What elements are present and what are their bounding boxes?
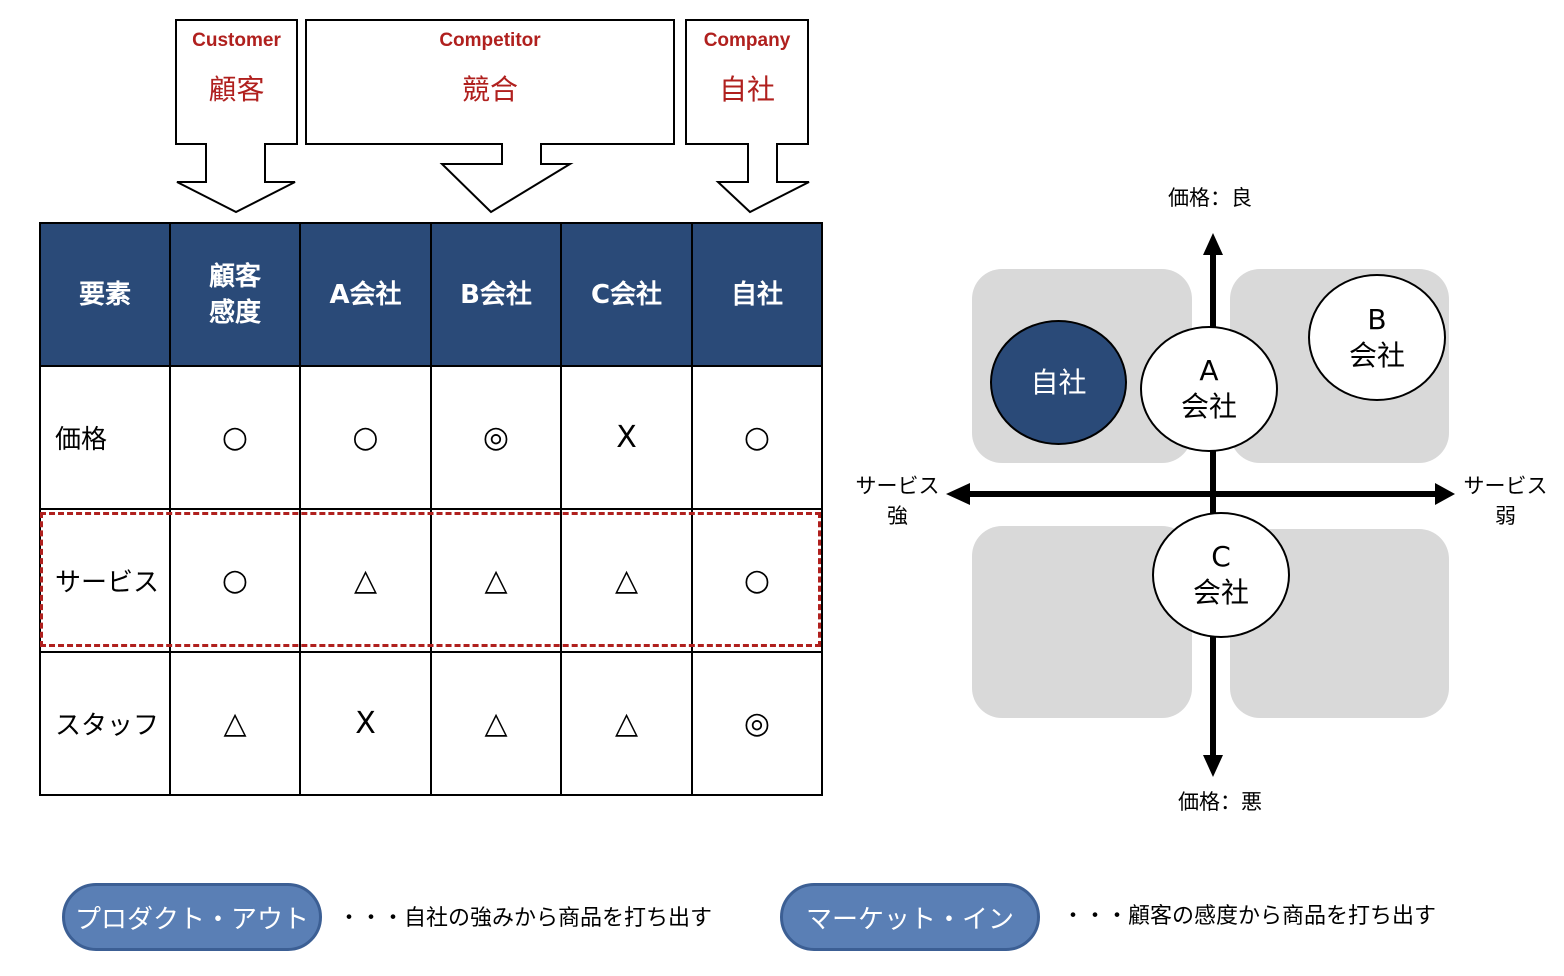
table-row: サービス ○ △ △ △ ○: [39, 508, 823, 653]
header-company-a: A会社: [299, 222, 432, 367]
row-label-service: サービス: [39, 508, 171, 653]
table-cell: △: [169, 651, 301, 796]
axis-label-right: サービス 弱: [1458, 471, 1553, 531]
product-out-description: ・・・自社の強みから商品を打ち出す: [338, 906, 713, 931]
row-label-price: 価格: [39, 365, 171, 510]
header-element: 要素: [39, 222, 171, 367]
table-cell: ○: [299, 365, 432, 510]
comparison-table: 要素 顧客感度 A会社 B会社 C会社 自社 価格 ○ ○ ◎ X ○ サービス…: [39, 222, 823, 796]
bubble-own-company-label: 自社: [1030, 365, 1087, 399]
competitor-callout-shape: [305, 19, 675, 214]
callout-shapes: [175, 19, 810, 214]
header-own-company: 自社: [691, 222, 823, 367]
axis-label-right-line1: サービス: [1463, 474, 1548, 498]
table-cell: ○: [691, 365, 823, 510]
axis-label-left-line2: 強: [887, 504, 908, 528]
header-customer-line1: 顧客: [208, 261, 261, 292]
table-row: 価格 ○ ○ ◎ X ○: [39, 365, 823, 510]
table-row: スタッフ △ X △ △ ◎: [39, 651, 823, 796]
company-label-jp: 自社: [718, 73, 775, 106]
market-in-pill: マーケット・イン: [780, 883, 1040, 951]
header-customer-line2: 感度: [208, 297, 261, 328]
axis-label-right-line2: 弱: [1495, 504, 1516, 528]
table-cell: ◎: [691, 651, 823, 796]
product-out-pill: プロダクト・アウト: [62, 883, 322, 951]
table-cell: △: [299, 508, 432, 653]
table-header-row: 要素 顧客感度 A会社 B会社 C会社 自社: [39, 222, 823, 367]
header-customer-sensitivity: 顧客感度: [169, 222, 301, 367]
bubble-b-suffix: 会社: [1348, 338, 1405, 372]
bubble-c-suffix: 会社: [1192, 576, 1249, 609]
customer-label-jp: 顧客: [208, 73, 265, 106]
table-cell: ○: [169, 365, 301, 510]
row-label-staff: スタッフ: [39, 651, 171, 796]
product-out-label: プロダクト・アウト: [74, 904, 309, 935]
table-cell: ○: [169, 508, 301, 653]
table-cell: ◎: [430, 365, 562, 510]
competitor-label-jp: 競合: [461, 73, 518, 106]
table-cell: △: [560, 651, 693, 796]
axis-label-top: 価格：良: [1168, 186, 1252, 210]
bubble-c-letter: C: [1211, 540, 1231, 573]
bubble-a-letter: A: [1199, 354, 1219, 387]
market-in-description: ・・・顧客の感度から商品を打ち出す: [1062, 904, 1437, 929]
axis-label-bottom: 価格：悪: [1178, 790, 1262, 814]
arrow-down-icon: [1203, 755, 1223, 777]
market-in-label: マーケット・イン: [805, 904, 1014, 935]
arrow-left-icon: [946, 483, 970, 505]
customer-callout-shape: [175, 19, 298, 214]
table-cell: △: [430, 651, 562, 796]
table-cell: △: [430, 508, 562, 653]
company-label-en: Company: [703, 30, 791, 51]
company-callout-shape: [685, 19, 810, 214]
table-cell: ○: [691, 508, 823, 653]
table-cell: X: [299, 651, 432, 796]
bubble-own-company: 自社: [990, 320, 1127, 445]
table-cell: △: [560, 508, 693, 653]
table-cell: X: [560, 365, 693, 510]
competitor-label-en: Competitor: [439, 30, 541, 51]
bubble-a-suffix: 会社: [1180, 390, 1237, 423]
header-company-c: C会社: [560, 222, 693, 367]
bubble-b-letter: B: [1367, 302, 1387, 336]
customer-label-en: Customer: [192, 30, 281, 51]
header-company-b: B会社: [430, 222, 562, 367]
arrow-up-icon: [1203, 233, 1223, 255]
arrow-right-icon: [1435, 483, 1455, 505]
axis-label-left: サービス 強: [850, 471, 945, 531]
axis-label-left-line1: サービス: [855, 474, 940, 498]
